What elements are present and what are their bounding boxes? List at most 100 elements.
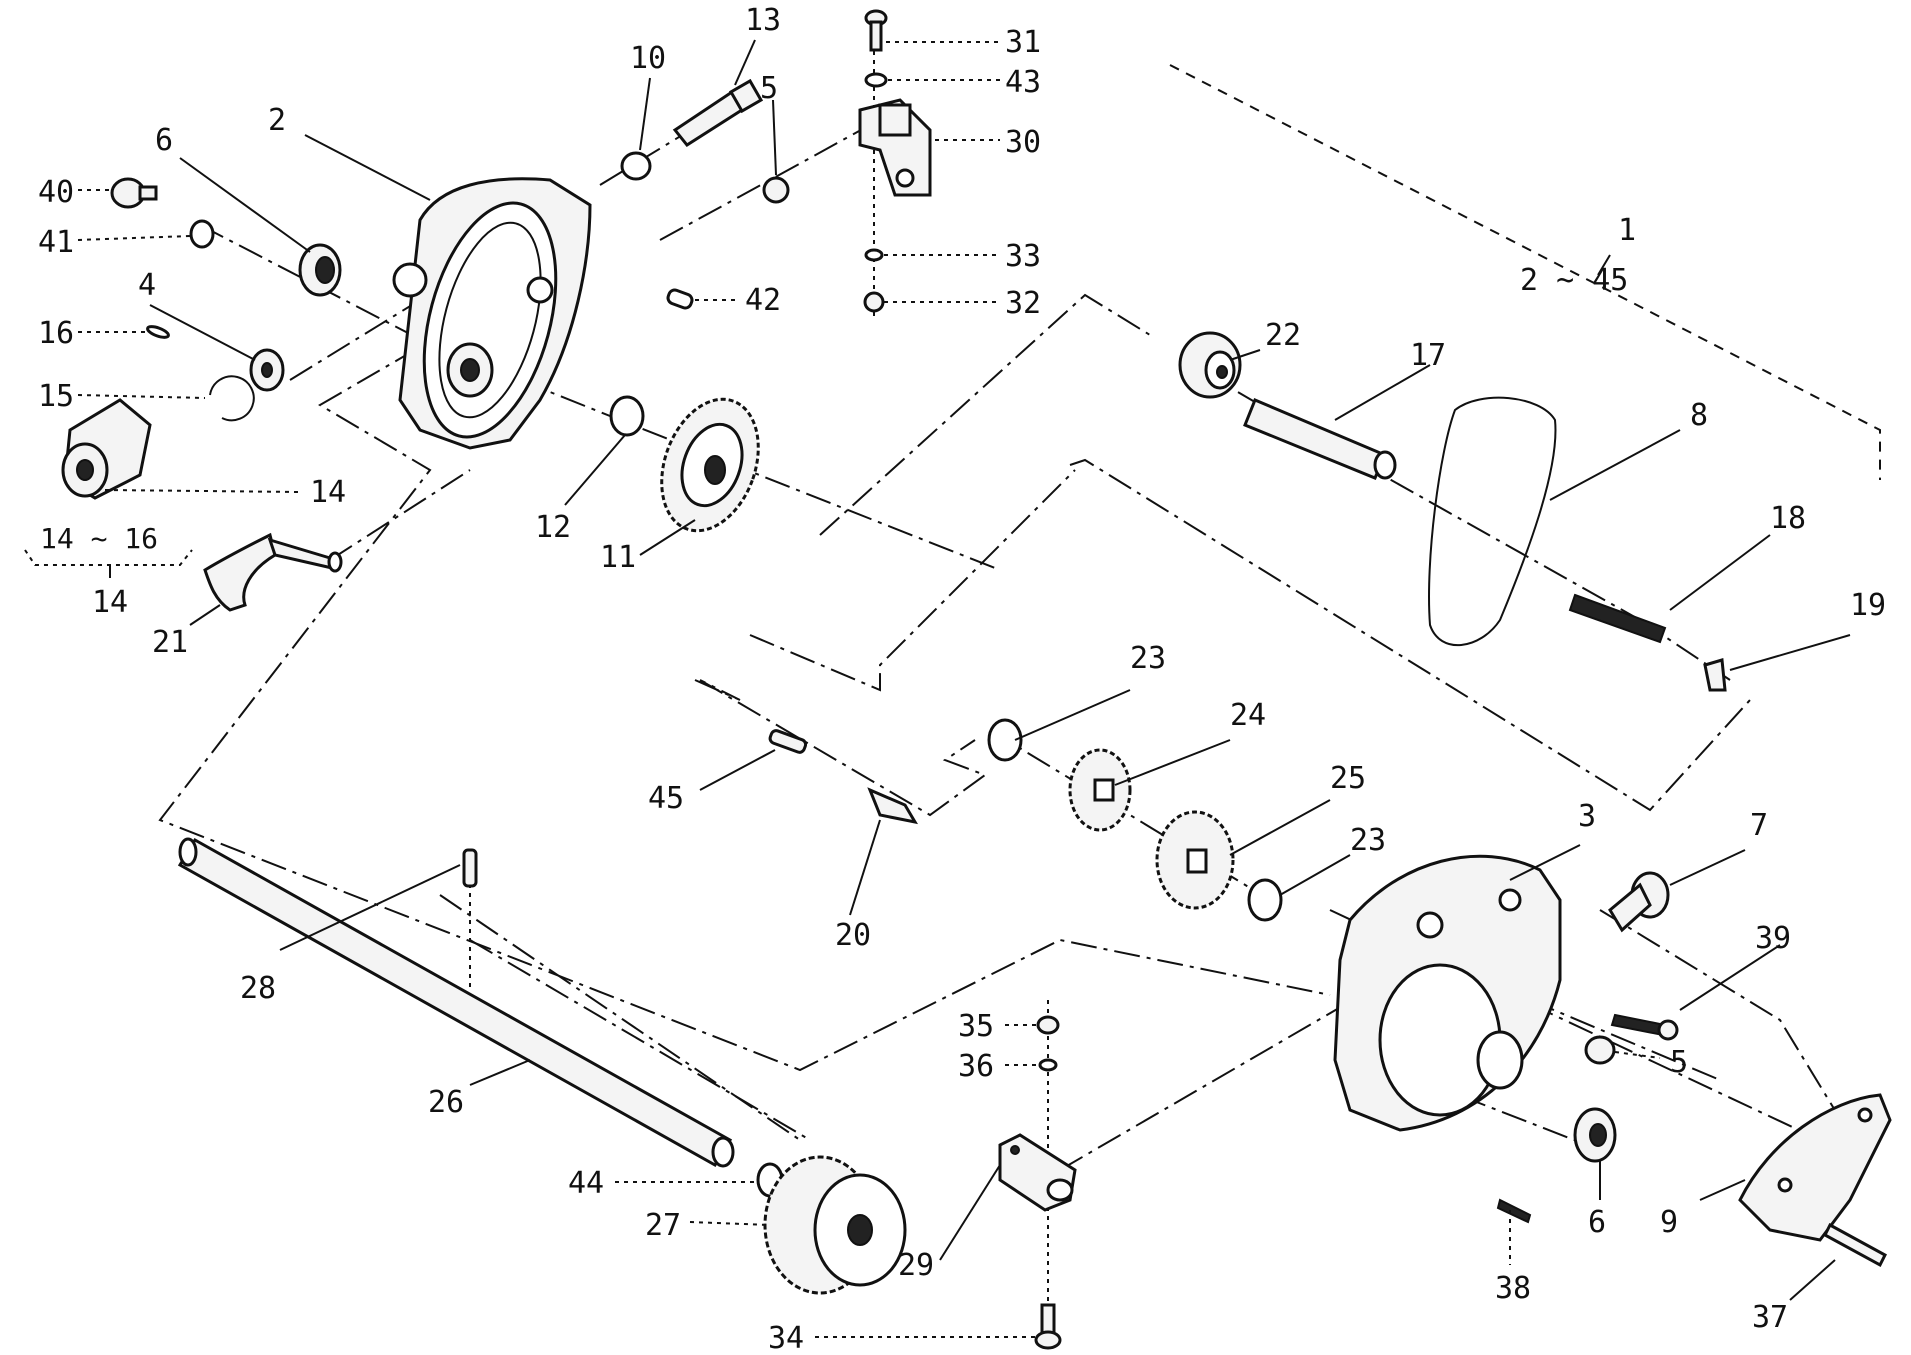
label-29: 29 [898,1248,934,1283]
label-14-top: 14 [310,475,346,510]
leader-28 [279,864,461,951]
label-42: 42 [745,283,781,318]
part-6-oil-seal-right [1573,1107,1617,1163]
part-32-nut [863,291,885,313]
part-37-screw [1823,1222,1887,1268]
part-8-belt [1428,396,1557,647]
leader-11 [639,519,696,556]
leader-2 [304,134,431,201]
label-24: 24 [1230,698,1266,733]
part-12-washer [609,395,645,437]
label-3: 3 [1578,799,1596,834]
assembly-boundary-top [1169,64,1881,480]
label-35: 35 [958,1009,994,1044]
part-5-nut-lower [1584,1035,1616,1065]
label-30: 30 [1005,125,1041,160]
part-31-screw [864,9,888,52]
label-6-right: 6 [1588,1205,1606,1240]
part-2-gear-case-cover [392,177,592,450]
leader-9 [1699,1179,1746,1201]
axis-line-3-6 [1419,1079,1601,1151]
leader-14 [104,489,301,493]
part-29-bracket [998,1133,1077,1212]
label-37: 37 [1752,1300,1788,1335]
part-7-bushing [1608,871,1670,933]
leader-22 [1229,349,1261,361]
label-6-left: 6 [155,123,173,158]
leader-27 [689,1221,771,1226]
label-45: 45 [648,781,684,816]
label-12: 12 [535,510,571,545]
leader-1-range [1597,254,1611,276]
part-21-shift-fork [203,532,343,612]
part-4-bearing [249,348,285,392]
leader-13 [734,39,756,86]
label-25: 25 [1330,761,1366,796]
part-41-washer [189,219,215,249]
label-41: 41 [38,225,74,260]
label-22: 22 [1265,318,1301,353]
part-26-axle-shaft [177,837,735,1168]
leader-17 [1334,364,1431,421]
label-9: 9 [1660,1205,1678,1240]
label-2-45-range: 2 ~ 45 [1520,263,1628,298]
part-22-bearing [1178,331,1242,399]
axis-line-29-3 [1059,989,1371,1171]
part-28-pin [462,848,478,888]
label-8: 8 [1690,398,1708,433]
part-16-pin [146,325,170,339]
part-17-shaft [1243,398,1397,480]
label-39: 39 [1755,921,1791,956]
label-18: 18 [1770,501,1806,536]
part-20-pin [867,787,918,825]
leader-37 [1789,1259,1836,1301]
label-40: 40 [38,175,74,210]
assembly-outline-right [1529,909,1851,1136]
part-39-bolt [1610,1013,1679,1041]
label-36: 36 [958,1049,994,1084]
assembly-outline-left [158,259,1331,1072]
label-5-upper: 5 [760,71,778,106]
part-9-cover-plate [1738,1093,1892,1242]
leader-18 [1669,534,1771,611]
label-15: 15 [38,379,74,414]
label-10: 10 [630,41,666,76]
leader-29 [939,1164,1001,1261]
label-21: 21 [152,625,188,660]
axis-line-21 [329,469,471,561]
label-4: 4 [138,268,156,303]
part-40-bolt [110,177,158,209]
axis-line-28-27 [469,939,811,1141]
leader-5-upper [772,99,777,176]
leader-21 [189,604,221,626]
leader-12 [564,434,626,506]
label-14-16-range: 14 ~ 16 [40,522,158,555]
leader-45 [699,749,776,791]
label-16: 16 [38,316,74,351]
label-28: 28 [240,971,276,1006]
part-6-oil-seal-left [298,243,342,297]
leader-39 [1679,944,1781,1011]
part-14-clutch-drum [61,398,152,500]
label-23-upper: 23 [1130,641,1166,676]
part-24-gear [1068,748,1132,832]
label-19: 19 [1850,588,1886,623]
label-17: 17 [1410,338,1446,373]
leader-3 [1509,844,1581,881]
label-7: 7 [1750,808,1768,843]
assembly-outline-mid [819,293,1751,812]
label-27: 27 [645,1208,681,1243]
part-27-wheel-gear [763,1155,907,1295]
label-33: 33 [1005,239,1041,274]
axis-line-4-cover [289,299,421,381]
part-36-washer [1038,1058,1058,1072]
leader-4 [149,304,256,361]
label-43: 43 [1005,65,1041,100]
part-23-washer-upper [987,718,1023,762]
leader-26 [469,1059,531,1086]
part-19-clip [1703,658,1727,692]
leader-25 [1229,799,1331,856]
leader-23-lower [1279,854,1351,896]
part-35-nut [1036,1015,1060,1035]
